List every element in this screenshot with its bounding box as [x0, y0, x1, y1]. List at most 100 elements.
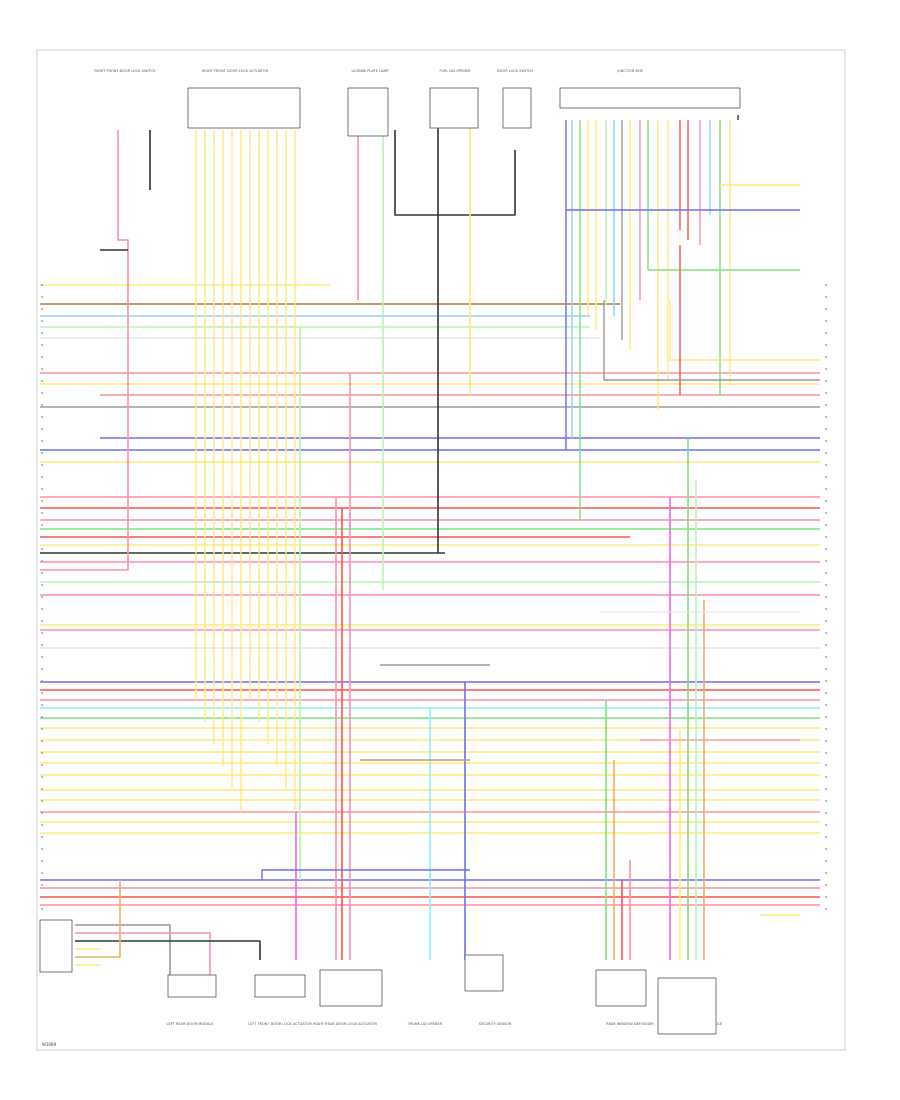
module-wire: [75, 924, 171, 975]
connector-pin: [41, 596, 43, 598]
wire-layer: [40, 115, 820, 975]
connector-pin: [41, 512, 43, 514]
connector-pin: [41, 440, 43, 442]
connector-pin: [41, 692, 43, 694]
connector-pin: [41, 620, 43, 622]
connector-pin: [41, 476, 43, 478]
connector-pin: [41, 524, 43, 526]
connector-pin: [825, 488, 827, 490]
junction-box-wire: [603, 300, 820, 381]
connector-pin: [41, 392, 43, 394]
connector-pin: [825, 500, 827, 502]
connector-pin: [825, 668, 827, 670]
component-label: REAR WINDOW DEFOGGER: [606, 1022, 654, 1026]
connector-pin: [825, 644, 827, 646]
connector-pin: [41, 884, 43, 886]
component-label: RIGHT REAR DOOR LOCK ACTUATOR: [313, 1022, 377, 1026]
connector-pin: [825, 680, 827, 682]
connector-pin: [41, 704, 43, 706]
junction-box: [559, 87, 741, 109]
connector-pin: [825, 692, 827, 694]
connector-pin: [41, 836, 43, 838]
door-lock-actuator-box: [187, 87, 301, 129]
connector-pin: [825, 824, 827, 826]
connector-pin: [41, 776, 43, 778]
connector-pin: [825, 368, 827, 370]
connector-pin: [41, 464, 43, 466]
connector-pin: [825, 476, 827, 478]
connector-pin: [41, 500, 43, 502]
connector-pin: [41, 812, 43, 814]
connector-pin: [825, 320, 827, 322]
connector-pin: [825, 908, 827, 910]
component-label: LEFT FRONT DOOR LOCK ACTUATOR: [248, 1022, 312, 1026]
connector-pin: [41, 380, 43, 382]
diagram-frame: [36, 49, 846, 1051]
connector-pin: [41, 716, 43, 718]
connector-pin: [825, 884, 827, 886]
component-label: TRUNK LID OPENER: [407, 1022, 443, 1026]
connector-pin: [825, 524, 827, 526]
switch-wire: [40, 130, 129, 571]
connector-pin: [825, 740, 827, 742]
license-plate-lamp-box: [347, 87, 389, 137]
component-label: FUEL LID OPENER: [440, 69, 472, 73]
component-label: RIGHT FRONT DOOR LOCK ACTUATOR: [202, 69, 269, 73]
connector-pin: [41, 536, 43, 538]
connector-pin: [825, 800, 827, 802]
connector-pin: [41, 332, 43, 334]
connector-pin: [41, 824, 43, 826]
connector-pin: [41, 548, 43, 550]
connector-pin: [41, 416, 43, 418]
connector-pin: [825, 848, 827, 850]
component-label: SECURITY SENSOR: [479, 1022, 512, 1026]
connector-pin: [825, 380, 827, 382]
connector-pin: [41, 452, 43, 454]
connector-pin: [41, 752, 43, 754]
connector-pin: [825, 464, 827, 466]
connector-pin: [825, 548, 827, 550]
connector-pin: [41, 608, 43, 610]
security-sensor-box: [464, 954, 504, 992]
connector-pin: [825, 764, 827, 766]
connector-pin: [825, 344, 827, 346]
connector-pin: [825, 608, 827, 610]
connector-pin: [825, 620, 827, 622]
connector-pin: [825, 788, 827, 790]
connector-pin: [41, 848, 43, 850]
rear-door-actuator-box: [319, 969, 383, 1007]
connector-pin: [41, 584, 43, 586]
connector-pin: [825, 452, 827, 454]
connector-pin: [41, 404, 43, 406]
connector-pin: [41, 728, 43, 730]
connector-pin: [825, 872, 827, 874]
module-wire: [261, 869, 470, 880]
connector-pin: [825, 716, 827, 718]
connector-pin: [41, 344, 43, 346]
connector-pin: [825, 308, 827, 310]
connector-pin: [41, 764, 43, 766]
component-label: RIGHT FRONT DOOR LOCK SWITCH: [94, 69, 155, 73]
connector-pin: [825, 284, 827, 286]
ground-wire: [394, 130, 516, 216]
connector-pin: [41, 560, 43, 562]
connector-pin: [41, 320, 43, 322]
connector-pin: [825, 512, 827, 514]
connector-pin: [41, 296, 43, 298]
connector-pin: [41, 788, 43, 790]
module-wire: [75, 880, 121, 958]
connector-pin: [825, 392, 827, 394]
connector-pin: [825, 536, 827, 538]
fuel-lid-opener-box: [429, 87, 479, 129]
connector-pin: [825, 836, 827, 838]
connector-pin: [825, 332, 827, 334]
diagram-code: W3089: [42, 1042, 57, 1047]
connector-pin: [825, 572, 827, 574]
connector-pin: [825, 752, 827, 754]
connector-pin: [825, 728, 827, 730]
connector-pin: [825, 404, 827, 406]
connector-pin: [41, 284, 43, 286]
module-wire: [75, 932, 211, 975]
connector-pin: [41, 860, 43, 862]
